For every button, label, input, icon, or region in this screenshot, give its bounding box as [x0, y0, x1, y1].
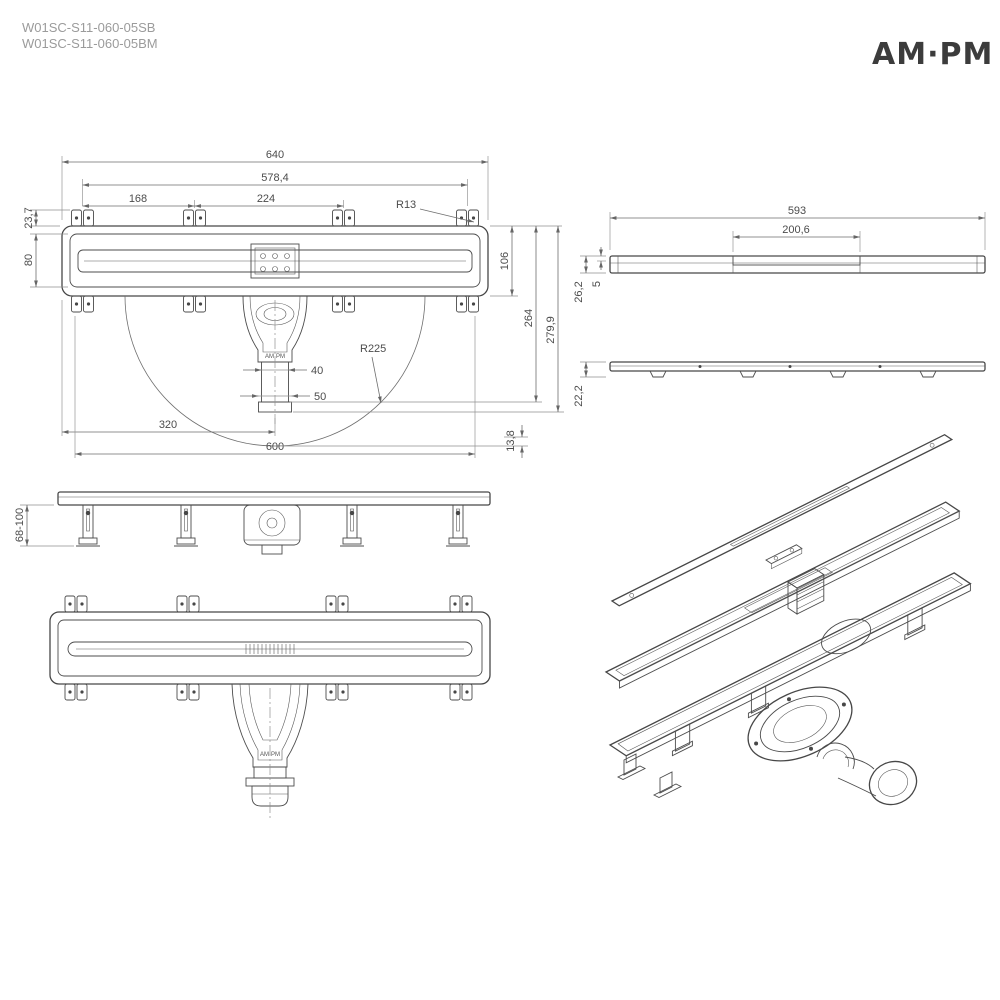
iso-height-adapter — [787, 568, 825, 615]
dim-body-length: 600 — [74, 316, 476, 458]
svg-text:R225: R225 — [360, 343, 386, 355]
grate-slot — [77, 249, 473, 273]
body-profile-view: 22,2 — [573, 361, 986, 407]
dim-profile-height: 26,2 — [573, 255, 606, 303]
dim-insert-length: 200,6 — [732, 224, 861, 252]
channel-profile — [57, 491, 491, 506]
body-profile — [609, 361, 986, 372]
iso-support-feet — [616, 753, 683, 799]
dim-corner-radius: R13 — [396, 199, 475, 223]
iso-channel-body — [608, 572, 972, 764]
dim-lug-spacing-left: 168 — [82, 193, 344, 208]
iso-frame — [604, 501, 961, 689]
front-channel-outline — [49, 611, 491, 685]
front-view: AM·PM — [49, 595, 491, 818]
dim-leg-height: 68-100 — [14, 504, 74, 547]
trap-side — [243, 504, 301, 555]
brand-logo: AM·PM — [872, 37, 993, 72]
dim-flange-width: 578,4 — [82, 172, 468, 206]
front-outlet-pipe — [251, 785, 289, 807]
svg-text:264: 264 — [523, 309, 535, 327]
svg-text:600: 600 — [266, 441, 284, 453]
svg-text:68-100: 68-100 — [14, 508, 26, 542]
svg-text:R13: R13 — [396, 199, 416, 211]
isometric-exploded-view — [604, 433, 972, 806]
svg-text:578,4: 578,4 — [261, 172, 289, 184]
front-siphon: AM·PM — [231, 683, 309, 818]
siphon-trap: AM·PM — [242, 295, 308, 424]
elevation-view: 68-100 — [14, 491, 491, 555]
svg-text:40: 40 — [311, 365, 323, 377]
dim-outer-height: 106 — [490, 225, 562, 297]
front-grate-slot — [67, 641, 473, 657]
front-mounting-lugs — [64, 595, 473, 701]
swivel-arc — [124, 295, 426, 447]
dim-lug-offset: 23,7 — [23, 207, 70, 229]
svg-text:320: 320 — [159, 419, 177, 431]
svg-text:279,9: 279,9 — [545, 316, 557, 344]
dim-edge-offset: 13,8 — [282, 425, 528, 458]
iso-siphon-assembly — [747, 686, 918, 806]
dim-outlet-width-bottom: 50 — [240, 391, 326, 403]
svg-text:106: 106 — [499, 252, 511, 270]
svg-text:200,6: 200,6 — [782, 224, 810, 236]
channel-inner-frame — [69, 233, 481, 288]
header: W01SC-S11-060-05SB W01SC-S11-060-05BM AM… — [22, 20, 993, 72]
dim-grate-thickness: 5 — [591, 247, 606, 287]
product-code-1: W01SC-S11-060-05SB — [22, 20, 155, 35]
insert-segment — [732, 255, 861, 266]
iso-grate — [610, 433, 954, 607]
svg-text:23,7: 23,7 — [23, 207, 35, 228]
svg-text:593: 593 — [788, 205, 806, 217]
dim-depth-to-outlet: 264 — [290, 226, 542, 403]
svg-text:5: 5 — [591, 281, 603, 287]
dim-swivel-radius: R225 — [360, 343, 386, 404]
iso-outlet-pipe — [868, 760, 918, 806]
svg-text:26,2: 26,2 — [573, 281, 585, 302]
svg-text:80: 80 — [23, 254, 35, 266]
svg-text:22,2: 22,2 — [573, 385, 585, 406]
product-code-2: W01SC-S11-060-05BM — [22, 36, 158, 51]
channel-outline — [61, 225, 489, 297]
dim-inner-height: 80 — [23, 233, 68, 288]
svg-text:224: 224 — [257, 193, 275, 205]
dim-total-width: 640 — [61, 149, 489, 220]
grate-profile — [609, 255, 986, 274]
svg-text:13,8: 13,8 — [505, 430, 517, 451]
svg-text:168: 168 — [129, 193, 147, 205]
adjustable-legs — [76, 504, 470, 547]
iso-grate-clip — [765, 544, 803, 570]
front-center-hatch — [245, 644, 295, 654]
dim-center-distance: 320 — [61, 300, 276, 436]
dim-outlet-width-top: 40 — [243, 365, 323, 377]
dim-total-depth: 279,9 — [293, 226, 564, 413]
svg-text:50: 50 — [314, 391, 326, 403]
iso-clamp — [816, 742, 855, 770]
dim-grate-length: 593 — [609, 205, 986, 250]
dim-body-height: 22,2 — [573, 361, 606, 407]
dim-lug-spacing-center: 224 — [194, 193, 344, 208]
side-view: 593 200,6 26,2 5 — [573, 205, 986, 303]
top-view: AM·PM 640 578,4 168 224 — [23, 149, 564, 458]
svg-text:640: 640 — [266, 149, 284, 161]
outlet-strainer — [250, 243, 300, 279]
